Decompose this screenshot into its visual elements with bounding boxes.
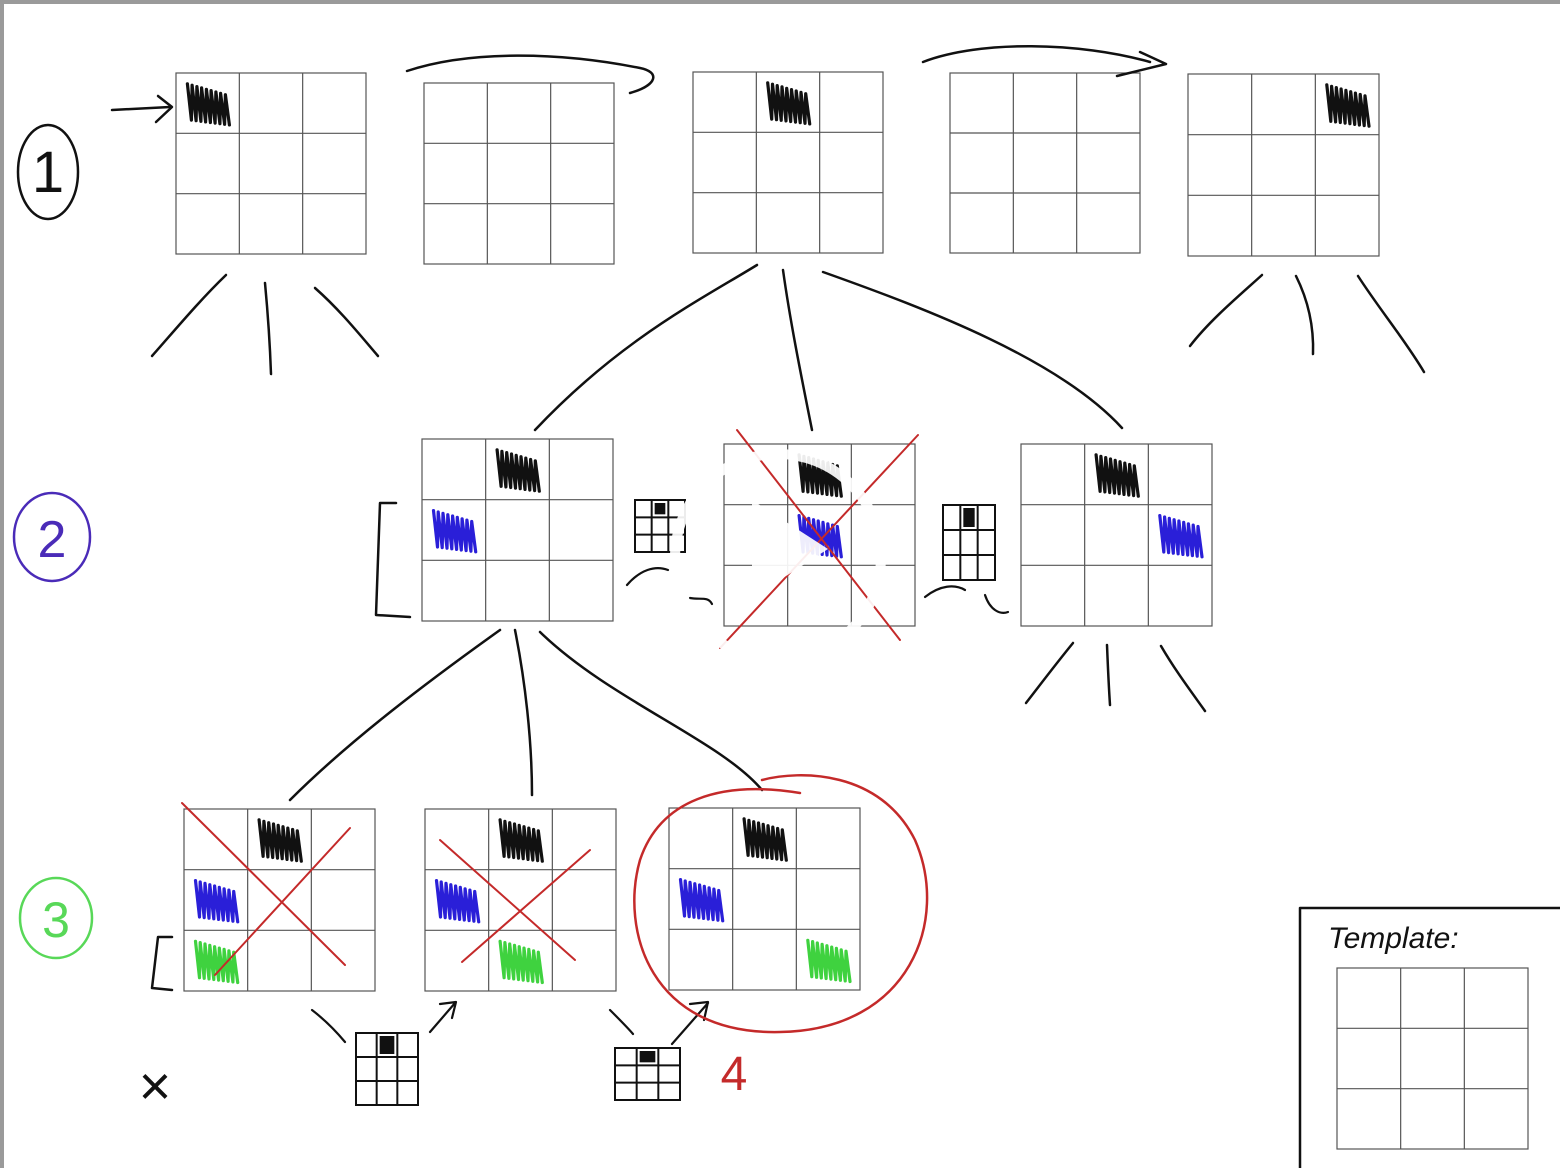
play-button[interactable] (670, 449, 886, 665)
branch-line (288, 628, 502, 802)
scribble-mark (678, 878, 725, 923)
arrow-small (688, 596, 714, 606)
scribble-mark (193, 939, 240, 985)
cross-out-line (181, 802, 346, 966)
arrow-curve-top-1 (405, 54, 655, 95)
arrow-curve-top-2-head (1115, 50, 1168, 78)
branch-line (1294, 274, 1315, 356)
step-label-3-circle (18, 876, 94, 960)
bracket-left-step3 (150, 935, 174, 992)
play-button-ring[interactable] (670, 449, 886, 665)
scribble-mark (1094, 453, 1140, 498)
scribble-mark (806, 938, 852, 984)
annotation-count-text: 4 (721, 1048, 748, 1101)
grid-layer (175, 71, 1529, 1150)
scribble-mark (498, 818, 544, 863)
branch-line (1024, 641, 1075, 705)
bracket-layer (150, 501, 412, 992)
scribble-mark (431, 509, 478, 554)
branch-line (313, 286, 380, 358)
mini-grid-sketch (614, 1047, 681, 1101)
cross-out-line (214, 827, 351, 976)
scribble-mark (766, 81, 812, 126)
arrow-layer (110, 45, 1168, 1046)
mini-grid-sketch (355, 1032, 419, 1106)
frame-border-left (0, 0, 4, 1168)
arrow-entry (110, 105, 172, 112)
arrow-curve-top-2 (921, 45, 1152, 64)
solution-circle (633, 774, 929, 1034)
annotation-cross-text: × (139, 1054, 172, 1117)
branch-line (538, 630, 764, 792)
board-grid (668, 807, 861, 991)
template-panel: Template: (1298, 906, 1560, 1168)
step-label-2-text: 2 (38, 511, 67, 569)
cross-out-line (719, 434, 919, 649)
arrow-small (983, 593, 1010, 614)
cross-out-line (461, 849, 591, 963)
arrow-small (428, 1000, 458, 1034)
branch-line (513, 628, 534, 797)
board-grid (183, 808, 376, 992)
board-grid (421, 438, 614, 622)
arrow-small (670, 1000, 710, 1046)
step-label-3-text: 3 (42, 892, 70, 948)
scribble-mark (495, 448, 541, 493)
mini-grid-sketch (634, 499, 686, 553)
branch-line (1159, 644, 1207, 713)
board-grid (1020, 443, 1213, 627)
arrow-small (608, 1008, 635, 1036)
arrow-small (625, 567, 670, 587)
branch-line (1356, 274, 1426, 374)
scribble-mark (1158, 514, 1204, 559)
scribble-mark (185, 82, 231, 127)
mark-layer (185, 81, 1371, 1106)
branch-line (821, 270, 1124, 430)
board-grid (423, 82, 615, 265)
step-label-2-circle (12, 491, 92, 583)
board-grid (692, 71, 884, 254)
branch-line (150, 273, 228, 358)
mini-grid-sketch (942, 504, 996, 581)
tree-branches (150, 263, 1426, 802)
scribble-mark (742, 817, 788, 862)
scribble-mark (1325, 83, 1371, 128)
step-label-1-circle (16, 123, 80, 221)
template-grid (1336, 967, 1529, 1150)
branch-line (781, 268, 814, 432)
board-grid (175, 72, 367, 255)
scribble-mark (193, 879, 240, 924)
board-grid (424, 808, 617, 992)
branch-line (263, 281, 273, 376)
arrow-small (923, 585, 967, 599)
red-annotations: 4 (181, 429, 929, 1101)
board-grid (1187, 73, 1380, 257)
template-label: Template: (1328, 922, 1459, 955)
scribble-mark (498, 939, 544, 985)
scribble-mark (257, 818, 303, 863)
branch-line (533, 263, 759, 432)
arrow-entry-head (154, 94, 174, 124)
cross-out-line (439, 839, 576, 961)
template-panel-border (1298, 906, 1560, 1168)
step-label-1-text: 1 (32, 140, 64, 205)
frame-border-top (0, 0, 1560, 4)
scribble-mark (434, 879, 481, 924)
step-label-1: 1 (16, 123, 80, 221)
board-grid (949, 72, 1141, 254)
bracket-left-step2 (374, 501, 412, 619)
arrow-small (310, 1008, 347, 1044)
step-label-3: 3 (18, 876, 94, 960)
step-label-2: 2 (12, 491, 92, 583)
play-icon[interactable] (752, 500, 828, 598)
branch-line (1105, 643, 1112, 707)
branch-line (1188, 273, 1264, 348)
